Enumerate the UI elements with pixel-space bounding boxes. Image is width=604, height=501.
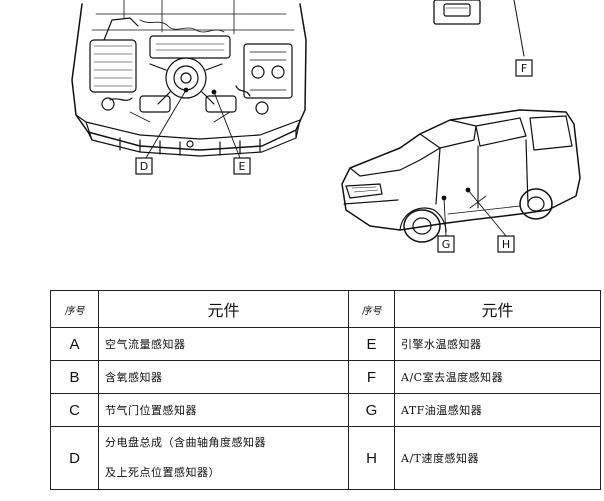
row-id-e: E	[348, 327, 395, 361]
row-id-b: B	[50, 360, 99, 394]
callout-box-g: G	[437, 235, 455, 253]
callout-box-h: H	[497, 235, 515, 253]
component-air-flow-sensor: 空气流量感知器	[98, 327, 349, 361]
row-id-f: F	[348, 360, 395, 394]
component-at-speed-sensor: A/T速度感知器	[394, 426, 601, 490]
table-row: B 含氧感知器 F A/C室去温度感知器	[50, 360, 601, 394]
callout-box-e: E	[233, 157, 251, 175]
header-index-right: 序号	[348, 290, 395, 328]
component-coolant-temp-sensor: 引擎水温感知器	[394, 327, 601, 361]
minivan-illustration	[341, 109, 581, 243]
component-distributor-line1: 分电盘总成（含曲轴角度感知器	[105, 436, 266, 449]
component-distributor-line2: 及上死点位置感知器）	[105, 466, 220, 479]
row-id-a: A	[50, 327, 99, 361]
row-id-d: D	[50, 426, 99, 490]
callout-label-g: G	[442, 238, 451, 251]
component-distributor-assembly: 分电盘总成（含曲轴角度感知器 及上死点位置感知器）	[98, 426, 349, 490]
callout-box-d: D	[135, 157, 153, 175]
table-row: C 节气门位置感知器 G ATF油温感知器	[50, 393, 601, 427]
row-id-h: H	[348, 426, 395, 490]
component-oxygen-sensor: 含氧感知器	[98, 360, 349, 394]
row-id-c: C	[50, 393, 99, 427]
component-ac-temp-sensor: A/C室去温度感知器	[394, 360, 601, 394]
callout-label-f: F	[521, 62, 527, 75]
callout-label-h: H	[502, 238, 510, 251]
diagram-svg: D E F G H	[71, 0, 581, 253]
table-row: A 空气流量感知器 E 引擎水温感知器	[50, 327, 601, 361]
engine-bay-illustration	[71, 0, 307, 157]
component-atf-temp-sensor: ATF油温感知器	[394, 393, 601, 427]
table-header-row: 序号 元件 序号 元件	[50, 290, 601, 328]
header-component-right: 元件	[394, 290, 601, 328]
component-throttle-position-sensor: 节气门位置感知器	[98, 393, 349, 427]
callout-label-d: D	[140, 160, 148, 173]
ac-switch-illustration	[433, 0, 525, 57]
header-component-left: 元件	[98, 290, 349, 328]
sensor-parts-table: 序号 元件 序号 元件 A 空气流量感知器 E 引擎水温感知器 B 含氧感知器 …	[50, 290, 601, 490]
callout-label-e: E	[239, 160, 246, 173]
header-index-left: 序号	[50, 290, 99, 328]
row-id-g: G	[348, 393, 395, 427]
callout-box-f: F	[515, 59, 533, 77]
sensor-location-diagram: D E F G H	[71, 0, 581, 253]
table-row: D 分电盘总成（含曲轴角度感知器 及上死点位置感知器） H A/T速度感知器	[50, 426, 601, 490]
